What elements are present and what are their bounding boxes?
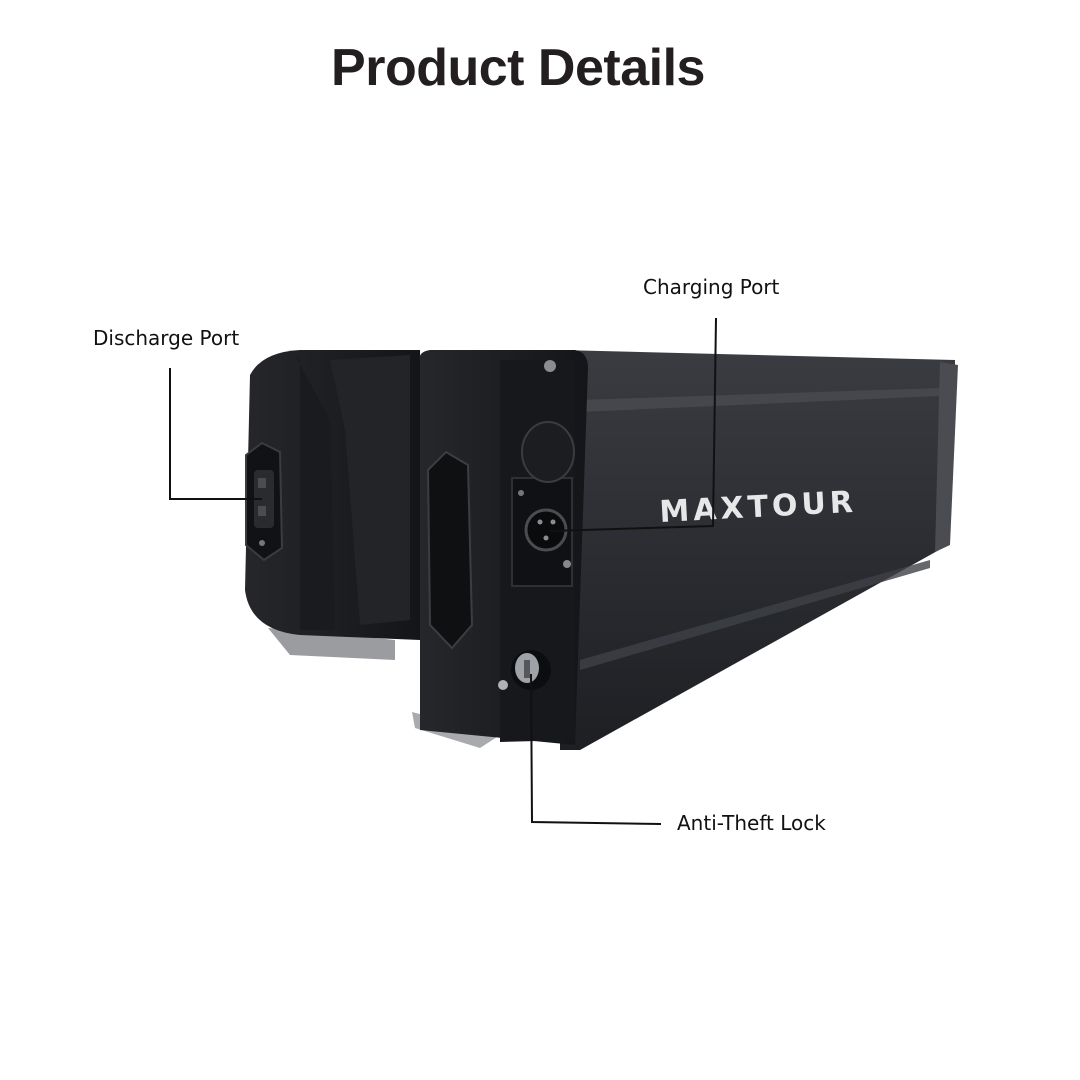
charging-port-leader [549, 317, 717, 532]
rear-end-cap [245, 350, 420, 640]
anti-theft-lock-leader [530, 673, 662, 825]
callout-charging-port: Charging Port [643, 275, 780, 299]
discharge-port-leader [169, 368, 262, 500]
anti-theft-lock-icon [498, 650, 551, 690]
charging-port-icon [511, 421, 575, 587]
leader-lines [169, 317, 717, 825]
page-title: Product Details [331, 39, 705, 97]
callout-discharge-port: Discharge Port [93, 326, 240, 350]
discharge-port-icon [245, 441, 284, 562]
battery-body [560, 350, 958, 750]
callout-anti-theft-lock: Anti-Theft Lock [677, 811, 826, 835]
